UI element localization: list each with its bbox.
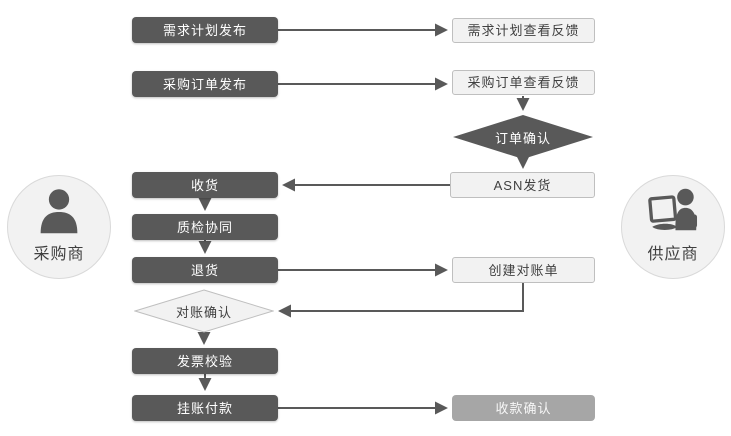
flow-node-po-feedback: 采购订单查看反馈: [452, 70, 595, 95]
node-label: 收款确认: [495, 400, 552, 416]
actor-label: 供应商: [647, 246, 699, 263]
actor-buyer: 采购商: [7, 175, 111, 279]
flow-node-payment: 挂账付款: [132, 395, 278, 421]
node-label: 质检协同: [176, 219, 233, 235]
person-icon: [40, 189, 78, 234]
node-label: 挂账付款: [176, 400, 233, 416]
node-label: 采购订单发布: [162, 76, 247, 92]
person-laptop-icon: [648, 188, 698, 231]
flow-node-invoice-verify: 发票校验: [132, 348, 278, 374]
node-label: 需求计划查看反馈: [467, 23, 580, 38]
flow-node-po-publish: 采购订单发布: [132, 71, 278, 97]
node-label: 创建对账单: [488, 262, 559, 278]
flow-node-quality-check: 质检协同: [132, 214, 278, 240]
edge-statement-to-confirm: [278, 283, 524, 318]
node-label: 采购订单查看反馈: [467, 75, 580, 90]
flow-node-receipt-confirm: 收款确认: [452, 395, 595, 421]
flow-node-order-confirm: 订单确认: [453, 115, 593, 159]
node-label: 收货: [190, 177, 219, 193]
diamond-shape: [453, 115, 593, 159]
node-label: 订单确认: [494, 130, 551, 146]
actor-label: 采购商: [33, 246, 85, 263]
node-label: 需求计划发布: [162, 22, 247, 38]
diamond-shape: [134, 289, 274, 333]
flow-node-create-statement: 创建对账单: [452, 257, 595, 283]
node-label: 对账确认: [175, 304, 232, 320]
flow-node-return-goods: 退货: [132, 257, 278, 283]
flow-node-receive: 收货: [132, 172, 278, 198]
flow-node-statement-confirm: 对账确认: [134, 289, 274, 333]
flow-node-demand-plan-feedback: 需求计划查看反馈: [452, 18, 595, 43]
node-label: 退货: [190, 262, 219, 278]
flow-node-asn-ship: ASN发货: [450, 172, 595, 198]
node-label: 发票校验: [176, 353, 233, 369]
flow-node-demand-plan-publish: 需求计划发布: [132, 17, 278, 43]
actor-supplier: 供应商: [621, 175, 725, 279]
node-label: ASN发货: [493, 177, 552, 193]
